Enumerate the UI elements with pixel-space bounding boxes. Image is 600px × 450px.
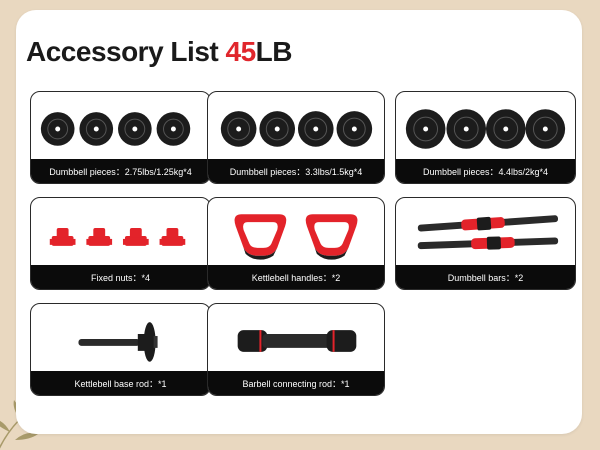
barbell-connecting-rod-icon xyxy=(237,330,357,352)
weight-plates-icon xyxy=(405,109,566,149)
accessory-item-plates-large: Dumbbell pieces：4.4lbs/2kg*4 xyxy=(395,91,576,184)
item-label: Fixed nuts：*4 xyxy=(31,265,210,289)
item-label: Dumbbell pieces：2.75lbs/1.25kg*4 xyxy=(31,159,210,183)
item-label: Kettlebell handles：*2 xyxy=(208,265,384,289)
dumbbell-bar-icon xyxy=(417,215,559,250)
item-label: Dumbbell pieces：3.3lbs/1.5kg*4 xyxy=(208,159,384,183)
item-label: Dumbbell bars：*2 xyxy=(396,265,575,289)
accessory-item-barbell-connecting-rod: Barbell connecting rod：*1 xyxy=(207,303,385,396)
title-weight-unit: LB xyxy=(255,36,293,67)
accessory-item-plates-medium: Dumbbell pieces：3.3lbs/1.5kg*4 xyxy=(207,91,385,184)
weight-plates-icon xyxy=(220,111,373,147)
title-weight-number: 45 xyxy=(225,36,257,67)
accessory-item-kettlebell-base-rod: Kettlebell base rod：*1 xyxy=(30,303,211,396)
item-label: Dumbbell pieces：4.4lbs/2kg*4 xyxy=(396,159,575,183)
accessory-item-dumbbell-bars: Dumbbell bars：*2 xyxy=(395,197,576,290)
kettlebell-handle-icon xyxy=(234,214,358,260)
kettlebell-base-rod-icon xyxy=(78,322,158,362)
accessory-item-fixed-nuts: Fixed nuts：*4 xyxy=(30,197,211,290)
title-text: Accessory List xyxy=(26,36,226,67)
accessory-item-plates-small: Dumbbell pieces：2.75lbs/1.25kg*4 xyxy=(30,91,211,184)
item-label: Barbell connecting rod：*1 xyxy=(208,371,384,395)
fixed-nut-icon xyxy=(49,228,186,246)
item-label: Kettlebell base rod：*1 xyxy=(31,371,210,395)
page-title: Accessory List 45LB xyxy=(26,36,292,68)
weight-plates-icon xyxy=(40,112,191,146)
accessory-item-kettlebell-handles: Kettlebell handles：*2 xyxy=(207,197,385,290)
